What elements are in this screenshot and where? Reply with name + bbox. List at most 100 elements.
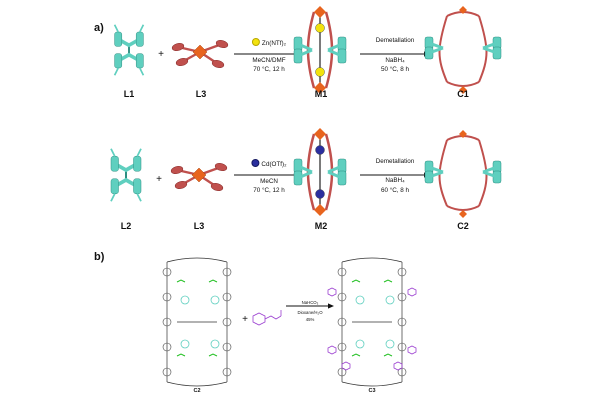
c2-structure-nh-group-1 bbox=[208, 279, 218, 283]
c2-teal-arm-2 bbox=[428, 170, 444, 179]
c3-structure-nh-group-1 bbox=[383, 279, 393, 283]
l1-ring-2 bbox=[114, 53, 123, 69]
c2-structure-nh-group-2 bbox=[176, 353, 186, 357]
c3-structure-frame bbox=[341, 262, 403, 382]
c2-structure-ring-left-3 bbox=[162, 342, 172, 352]
c3-structure-ring-left-0 bbox=[337, 267, 347, 277]
c2-structure-ring-left-1 bbox=[162, 292, 172, 302]
l1-tail-3 bbox=[139, 67, 145, 76]
chemical-structure-c2 bbox=[162, 257, 232, 387]
c2-teal-arm-0 bbox=[428, 165, 444, 174]
c3-structure-ring-right-1 bbox=[397, 292, 407, 302]
l3b-end-ring-3 bbox=[210, 183, 224, 191]
c3-structure-benzyl-ring-2 bbox=[327, 345, 337, 355]
ligand-l1-structure bbox=[113, 24, 145, 76]
m2-teal-arm-1 bbox=[327, 164, 343, 174]
c3-structure-nh-group-2 bbox=[351, 353, 361, 357]
m2-strand-right bbox=[324, 133, 334, 211]
m1-strand-left bbox=[306, 11, 316, 89]
demetallation-title-row2: Demetallation bbox=[375, 158, 415, 165]
c2-structure-nh-group-0 bbox=[176, 279, 186, 283]
l2-ring-1 bbox=[133, 156, 142, 172]
arrow-panel-b-head bbox=[328, 303, 334, 309]
c2-strand-bottom bbox=[446, 205, 480, 211]
demetallation-temperature-row1: 50 °C, 8 h bbox=[380, 66, 410, 73]
m1-strand-right bbox=[324, 11, 334, 89]
c2-structure-ring-right-2 bbox=[222, 317, 232, 327]
m1-teal-arm-2 bbox=[297, 48, 313, 58]
c2-structure-teal-ring-2 bbox=[210, 295, 220, 305]
c3-structure-benzyl-ring-0 bbox=[327, 287, 337, 297]
c1-core-bottom bbox=[459, 86, 467, 94]
c3-structure-ring-right-0 bbox=[397, 267, 407, 277]
c2-teal-arm-3 bbox=[482, 170, 498, 179]
l1-ring-0 bbox=[114, 31, 123, 47]
panel-label-b: b) bbox=[94, 251, 105, 263]
c1-teal-arm-2 bbox=[428, 46, 444, 55]
c3-structure-ring-right-3 bbox=[397, 342, 407, 352]
c3-structure-teal-ring-3 bbox=[355, 339, 365, 349]
m1-metal-ion-bottom bbox=[315, 67, 325, 77]
m2-strand-left bbox=[306, 133, 316, 211]
l2-ring-0 bbox=[110, 156, 119, 172]
temperature-row1: 70 °C, 12 h bbox=[253, 66, 285, 73]
c2-teal-arm-1 bbox=[482, 165, 498, 174]
l3a-end-ring-0 bbox=[171, 43, 185, 51]
ligand-label-l1: L1 bbox=[123, 89, 135, 99]
c2-structure-nh-group-3 bbox=[208, 353, 218, 357]
m2-core-bottom bbox=[314, 204, 326, 216]
demetallation-title-row1: Demetallation bbox=[375, 37, 415, 44]
reagent-cd-row2: Cd(OTf)₂ bbox=[251, 159, 287, 168]
c3-structure-benzyl-ring-3 bbox=[407, 345, 417, 355]
cadmium-ion-icon bbox=[251, 159, 260, 167]
solvent-dioxane-water: Dioxane/H₂O bbox=[297, 310, 323, 315]
m1-teal-arm-0 bbox=[297, 42, 313, 52]
ester-chain bbox=[264, 315, 282, 320]
c3-structure-nh-group-3 bbox=[383, 353, 393, 357]
m2-metal-ion-top bbox=[315, 145, 325, 155]
c3-structure-ring-left-2 bbox=[337, 317, 347, 327]
l3a-end-ring-1 bbox=[215, 40, 229, 48]
c2-structure-ring-left-4 bbox=[162, 367, 172, 377]
c2-core-top bbox=[459, 130, 467, 138]
c1-teal-arm-1 bbox=[482, 41, 498, 50]
m2-teal-arm-2 bbox=[297, 170, 313, 180]
c2-structure-ring-left-0 bbox=[162, 267, 172, 277]
l2-tail-2 bbox=[110, 193, 116, 202]
l3a-end-ring-3 bbox=[211, 60, 225, 68]
l3a-end-ring-2 bbox=[175, 58, 189, 66]
l3b-end-ring-2 bbox=[174, 181, 188, 189]
cage-m2-structure bbox=[293, 128, 347, 216]
m1-teal-arm-3 bbox=[327, 48, 343, 58]
c2-core-bottom bbox=[459, 210, 467, 218]
l2-ring-2 bbox=[110, 178, 119, 194]
c3-structure-ring-left-1 bbox=[337, 292, 347, 302]
l1-tail-0 bbox=[113, 24, 119, 33]
c1-strand-right bbox=[478, 15, 488, 83]
nabh4-row2: NaBH₄ bbox=[385, 177, 405, 184]
m2-metal-ion-bottom bbox=[315, 189, 325, 199]
c2-structure-ring-right-0 bbox=[222, 267, 232, 277]
l1-tail-2 bbox=[113, 67, 119, 76]
demetallation-temperature-row2: 60 °C, 8 h bbox=[380, 187, 410, 194]
c1-teal-arm-3 bbox=[482, 46, 498, 55]
c2-structure-teal-ring-3 bbox=[180, 339, 190, 349]
plus-sign-row1: + bbox=[158, 49, 164, 60]
c1-core-top bbox=[459, 6, 467, 14]
c2-structure-ring-right-1 bbox=[222, 292, 232, 302]
reaction-yield: 45% bbox=[305, 317, 315, 322]
c2-structure-teal-ring-1 bbox=[180, 295, 190, 305]
zinc-ion-icon bbox=[251, 38, 260, 46]
c3-structure-benzyl-ring-1 bbox=[407, 287, 417, 297]
ligand-label-l3-row2: L3 bbox=[193, 221, 205, 231]
l2-tail-3 bbox=[136, 193, 142, 202]
l2-tail-1 bbox=[136, 148, 142, 157]
reagent-zn-row1: Zn(NTf)₂ bbox=[251, 38, 286, 47]
c3-structure-ring-left-3 bbox=[337, 342, 347, 352]
l3b-end-ring-0 bbox=[170, 166, 184, 174]
ligand-l2-structure bbox=[110, 148, 142, 202]
cage-c1-structure bbox=[424, 6, 502, 94]
c3-structure-teal-ring-4 bbox=[385, 339, 395, 349]
product-label-c2: C2 bbox=[457, 221, 469, 231]
